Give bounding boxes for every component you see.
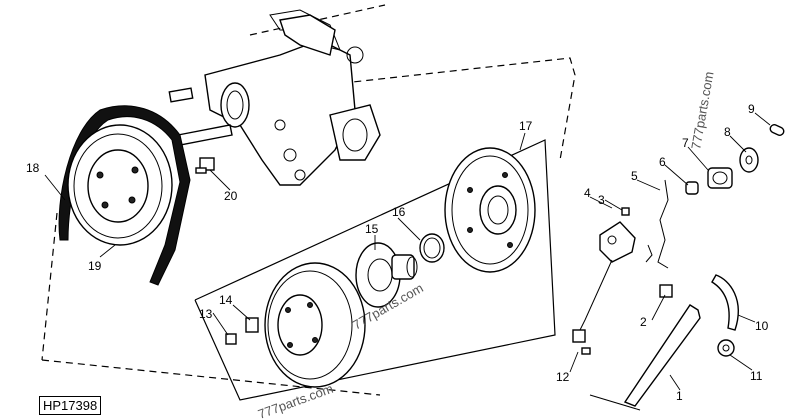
callout-5: 5	[631, 169, 638, 183]
callout-20: 20	[224, 189, 238, 203]
callout-2: 2	[640, 315, 647, 329]
callout-14: 14	[219, 293, 233, 307]
callout-4: 4	[584, 186, 591, 200]
callout-10: 10	[755, 319, 769, 333]
callout-1: 1	[676, 389, 683, 403]
callout-7: 7	[682, 136, 689, 150]
callout-17: 17	[519, 119, 533, 133]
bolt	[195, 157, 215, 174]
callout-labels: 18 19 20 17 16 15 14 13 1 2 3 4 5 6 7 8 …	[26, 102, 769, 403]
pulley	[67, 124, 173, 246]
figure-id-label: HP17398	[39, 396, 102, 415]
callout-18: 18	[26, 161, 40, 175]
callout-3: 3	[598, 193, 605, 207]
assembly-boundary	[41, 4, 576, 401]
callout-8: 8	[724, 125, 731, 139]
leader-lines	[44, 112, 771, 391]
hub-bearing	[355, 242, 418, 308]
hardware-right	[572, 124, 785, 411]
snap-ring	[419, 233, 445, 263]
callout-16: 16	[392, 205, 406, 219]
clutch-plate	[444, 147, 536, 273]
clutch-drum	[225, 262, 366, 388]
watermark-1: 777parts.com	[688, 70, 716, 150]
callout-19: 19	[88, 259, 102, 273]
callout-12: 12	[556, 370, 570, 384]
callout-9: 9	[748, 102, 755, 116]
callout-13: 13	[199, 307, 213, 321]
callout-6: 6	[659, 155, 666, 169]
callout-11: 11	[750, 369, 763, 383]
callout-15: 15	[365, 222, 379, 236]
gearbox	[168, 9, 381, 186]
